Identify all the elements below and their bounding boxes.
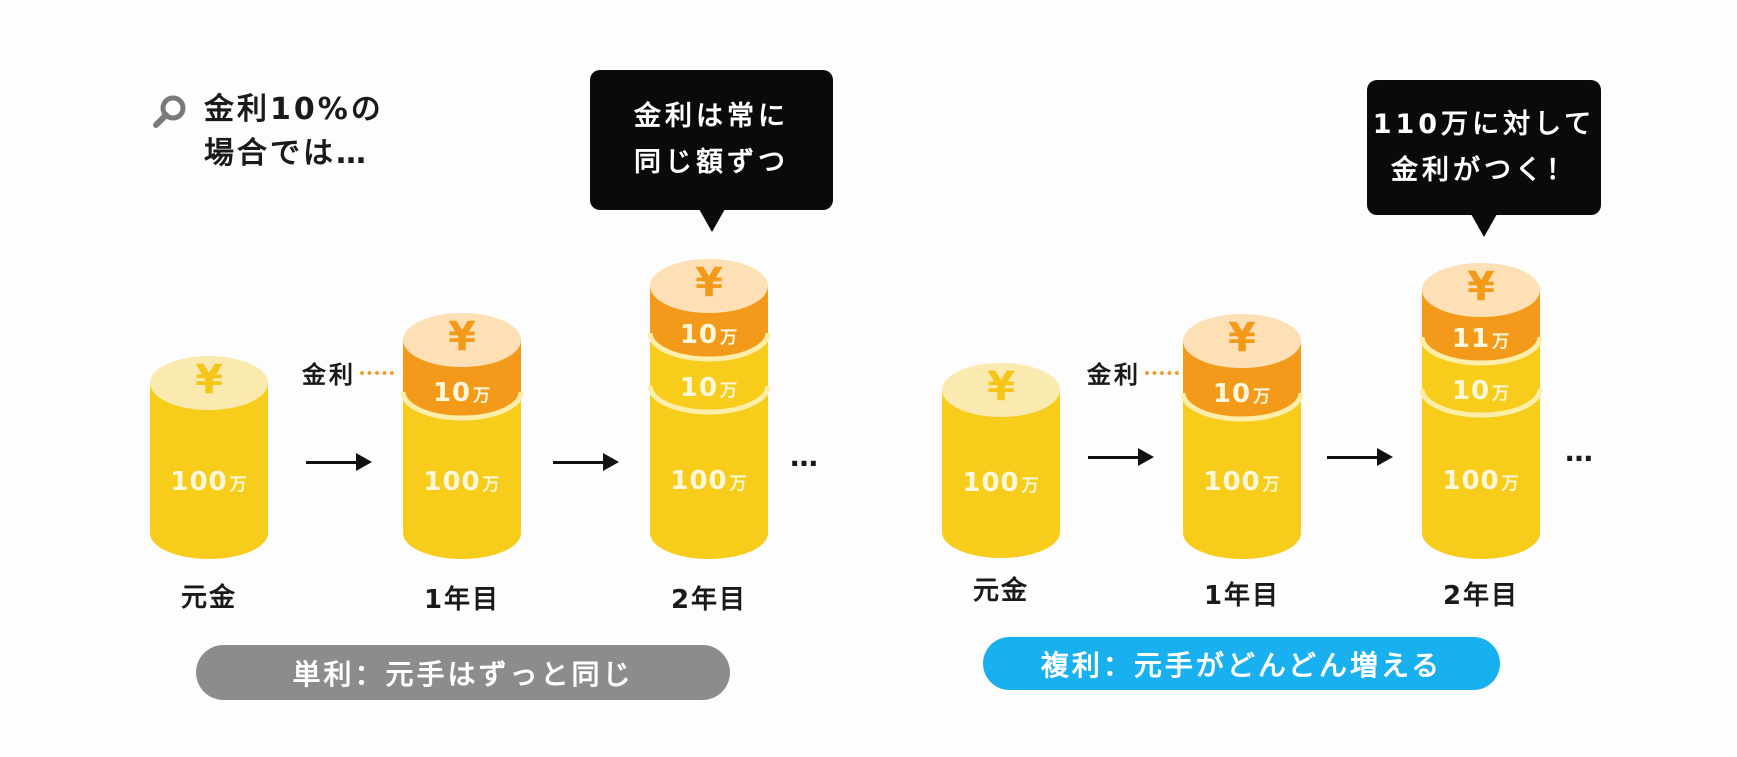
arrow-icon bbox=[306, 453, 372, 471]
simple-interest-label: 金利 bbox=[302, 355, 394, 390]
callout-line-2: 同じ額ずつ bbox=[634, 147, 789, 178]
compound-interest-pill: 複利：元手がどんどん増える bbox=[983, 637, 1500, 690]
yen-icon: ¥ bbox=[695, 260, 723, 306]
simple-interest-pill: 単利：元手はずっと同じ bbox=[196, 645, 730, 700]
callout-line-1: 110万に対して bbox=[1372, 108, 1596, 140]
yen-icon: ¥ bbox=[1467, 264, 1495, 310]
arrow-icon bbox=[553, 453, 619, 471]
compound-label-principal: 元金 bbox=[972, 576, 1029, 606]
simple-label-principal: 元金 bbox=[180, 583, 237, 613]
leader-dots bbox=[1145, 370, 1179, 375]
simple-callout-bubble: 金利は常に 同じ額ずつ bbox=[590, 70, 833, 232]
heading: 金利10%の 場合では… bbox=[152, 88, 384, 176]
callout-line-2: 金利がつく！ bbox=[1391, 154, 1577, 186]
compound-label-year1: 1年目 bbox=[1203, 581, 1281, 611]
heading-line-1: 金利10%の bbox=[204, 92, 384, 127]
compound-callout-bubble: 110万に対して 金利がつく！ bbox=[1367, 80, 1601, 237]
leader-dots bbox=[360, 370, 394, 375]
search-icon bbox=[152, 94, 188, 134]
yen-icon: ¥ bbox=[195, 357, 223, 403]
callout-line-1: 金利は常に bbox=[634, 101, 789, 132]
heading-line-2: 場合では… bbox=[204, 136, 369, 171]
simple-label-year2: 2年目 bbox=[670, 585, 748, 615]
yen-icon: ¥ bbox=[1228, 315, 1256, 361]
arrow-icon bbox=[1088, 448, 1154, 466]
compound-interest-label: 金利 bbox=[1087, 355, 1179, 390]
yen-icon: ¥ bbox=[448, 314, 476, 360]
compound-label-year2: 2年目 bbox=[1442, 581, 1520, 611]
arrow-icon bbox=[1327, 448, 1393, 466]
ellipsis: … bbox=[1565, 435, 1596, 468]
simple-label-year1: 1年目 bbox=[423, 585, 501, 615]
ellipsis: … bbox=[790, 440, 821, 473]
yen-icon: ¥ bbox=[987, 364, 1015, 410]
